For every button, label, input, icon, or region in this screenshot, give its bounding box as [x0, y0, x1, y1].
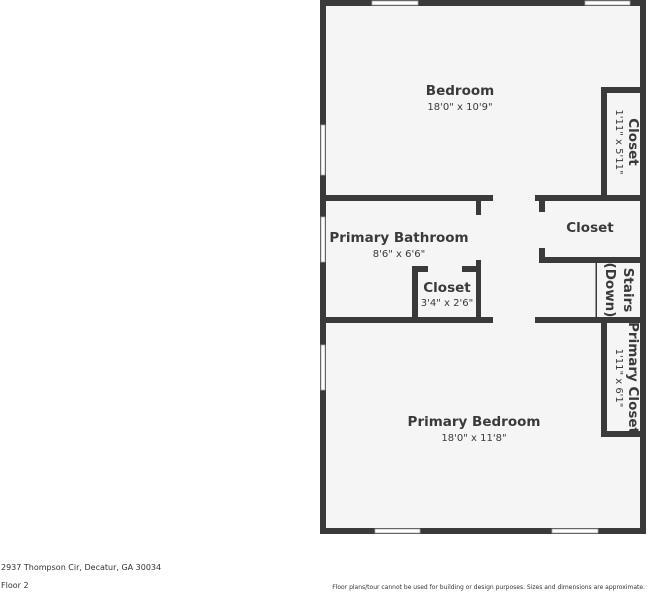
primary-closet-label: Primary Closet	[625, 322, 641, 435]
walls	[320, 0, 646, 534]
disclaimer: Floor plans/tour cannot be used for buil…	[332, 584, 645, 591]
primary-bedroom-dim: 18'0" x 11'8"	[441, 433, 506, 444]
bath-closet-dim: 3'4" x 2'6"	[421, 298, 473, 309]
primary-bathroom-label: Primary Bathroom	[329, 230, 468, 246]
floor-area	[320, 0, 646, 534]
stairs-sub-label: (Down)	[602, 263, 618, 318]
openings	[428, 110, 614, 405]
floor-label: Floor 2	[1, 581, 29, 590]
bedroom-closet-label: Closet	[625, 118, 641, 166]
primary-bathroom-dim: 8'6" x 6'6"	[373, 249, 425, 260]
primary-closet-dim: 1'11" x 6'1"	[613, 349, 624, 408]
stairs-line	[595, 263, 597, 319]
primary-bedroom-label: Primary Bedroom	[408, 414, 541, 430]
address: 2937 Thompson Cir, Decatur, GA 30034	[1, 563, 162, 572]
bedroom-label: Bedroom	[426, 83, 494, 99]
windows	[320, 0, 631, 534]
stairs-label: Stairs	[620, 268, 636, 313]
bedroom-closet-dim: 1'11" x 5'11"	[613, 109, 624, 174]
hall-closet-label: Closet	[566, 220, 614, 236]
bath-closet-label: Closet	[423, 280, 471, 296]
bedroom-dim: 18'0" x 10'9"	[427, 102, 492, 113]
